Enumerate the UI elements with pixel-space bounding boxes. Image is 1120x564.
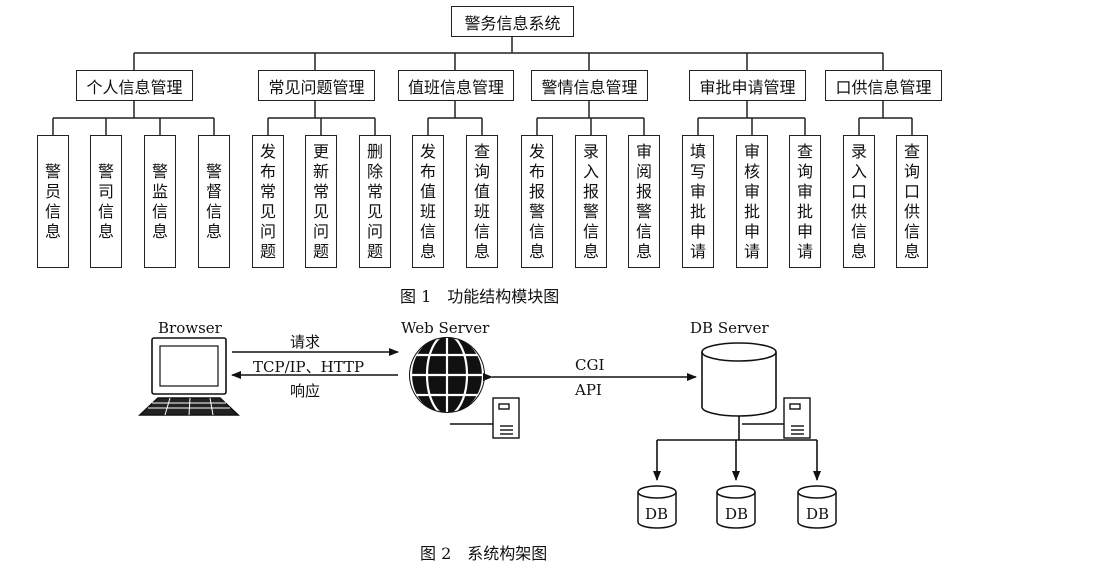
leaf-label: 审核审批申请 xyxy=(743,141,760,261)
module-label: 口供信息管理 xyxy=(835,77,932,97)
leaf-node: 警员信息 xyxy=(37,135,69,268)
leaf-label: 更新常见问题 xyxy=(312,141,329,261)
module-personal: 个人信息管理 xyxy=(76,70,193,101)
response-label: 响应 xyxy=(290,382,321,400)
leaf-label: 发布常见问题 xyxy=(259,141,276,261)
leaf-node: 更新常见问题 xyxy=(305,135,337,268)
module-alarm: 警情信息管理 xyxy=(531,70,648,101)
leaf-label: 审阅报警信息 xyxy=(635,141,652,261)
module-confession: 口供信息管理 xyxy=(825,70,942,101)
database-icon xyxy=(716,485,756,529)
leaf-node: 查询审批申请 xyxy=(789,135,821,268)
leaf-label: 发布值班信息 xyxy=(419,141,436,261)
leaf-node: 录入报警信息 xyxy=(575,135,607,268)
module-faq: 常见问题管理 xyxy=(258,70,375,101)
leaf-node: 审核审批申请 xyxy=(736,135,768,268)
db-server-label: DB Server xyxy=(690,319,769,337)
server-icon xyxy=(450,397,520,439)
root-label: 警务信息系统 xyxy=(464,13,561,33)
leaf-node: 查询口供信息 xyxy=(896,135,928,268)
figure2-caption: 图 2 系统构架图 xyxy=(420,544,548,563)
root-node: 警务信息系统 xyxy=(451,6,574,37)
module-label: 审批申请管理 xyxy=(699,77,796,97)
cgi-label: CGI xyxy=(575,356,605,374)
database-icon xyxy=(797,485,837,529)
module-approval: 审批申请管理 xyxy=(689,70,806,101)
leaf-label: 警督信息 xyxy=(205,161,222,241)
module-label: 警情信息管理 xyxy=(541,77,638,97)
db-label: DB xyxy=(806,505,830,523)
leaf-node: 发布报警信息 xyxy=(521,135,553,268)
leaf-node: 警监信息 xyxy=(144,135,176,268)
leaf-label: 录入报警信息 xyxy=(582,141,599,261)
server-icon xyxy=(742,397,811,439)
leaf-node: 录入口供信息 xyxy=(843,135,875,268)
leaf-label: 查询值班信息 xyxy=(473,141,490,261)
browser-label: Browser xyxy=(158,319,222,337)
module-duty: 值班信息管理 xyxy=(398,70,514,101)
leaf-node: 警督信息 xyxy=(198,135,230,268)
db-label: DB xyxy=(725,505,749,523)
leaf-node: 发布常见问题 xyxy=(252,135,284,268)
leaf-node: 警司信息 xyxy=(90,135,122,268)
module-label: 值班信息管理 xyxy=(407,77,504,97)
figure1-caption: 图 1 功能结构模块图 xyxy=(400,287,560,306)
web-server-label: Web Server xyxy=(401,319,490,337)
module-label: 常见问题管理 xyxy=(268,77,365,97)
db-label: DB xyxy=(645,505,669,523)
leaf-label: 删除常见问题 xyxy=(366,141,383,261)
database-icon xyxy=(701,342,777,417)
leaf-label: 发布报警信息 xyxy=(528,141,545,261)
globe-icon xyxy=(409,337,485,413)
leaf-label: 查询口供信息 xyxy=(903,141,920,261)
leaf-label: 警员信息 xyxy=(44,161,61,241)
leaf-node: 查询值班信息 xyxy=(466,135,498,268)
leaf-node: 删除常见问题 xyxy=(359,135,391,268)
database-icon xyxy=(637,485,677,529)
computer-icon xyxy=(137,337,241,416)
protocol-label: TCP/IP、HTTP xyxy=(253,358,365,376)
api-label: API xyxy=(575,381,602,399)
leaf-label: 录入口供信息 xyxy=(850,141,867,261)
module-label: 个人信息管理 xyxy=(86,77,183,97)
leaf-node: 审阅报警信息 xyxy=(628,135,660,268)
leaf-label: 查询审批申请 xyxy=(796,141,813,261)
leaf-node: 发布值班信息 xyxy=(412,135,444,268)
leaf-node: 填写审批申请 xyxy=(682,135,714,268)
leaf-label: 警监信息 xyxy=(151,161,168,241)
leaf-label: 警司信息 xyxy=(97,161,114,241)
request-label: 请求 xyxy=(290,333,321,351)
leaf-label: 填写审批申请 xyxy=(689,141,706,261)
